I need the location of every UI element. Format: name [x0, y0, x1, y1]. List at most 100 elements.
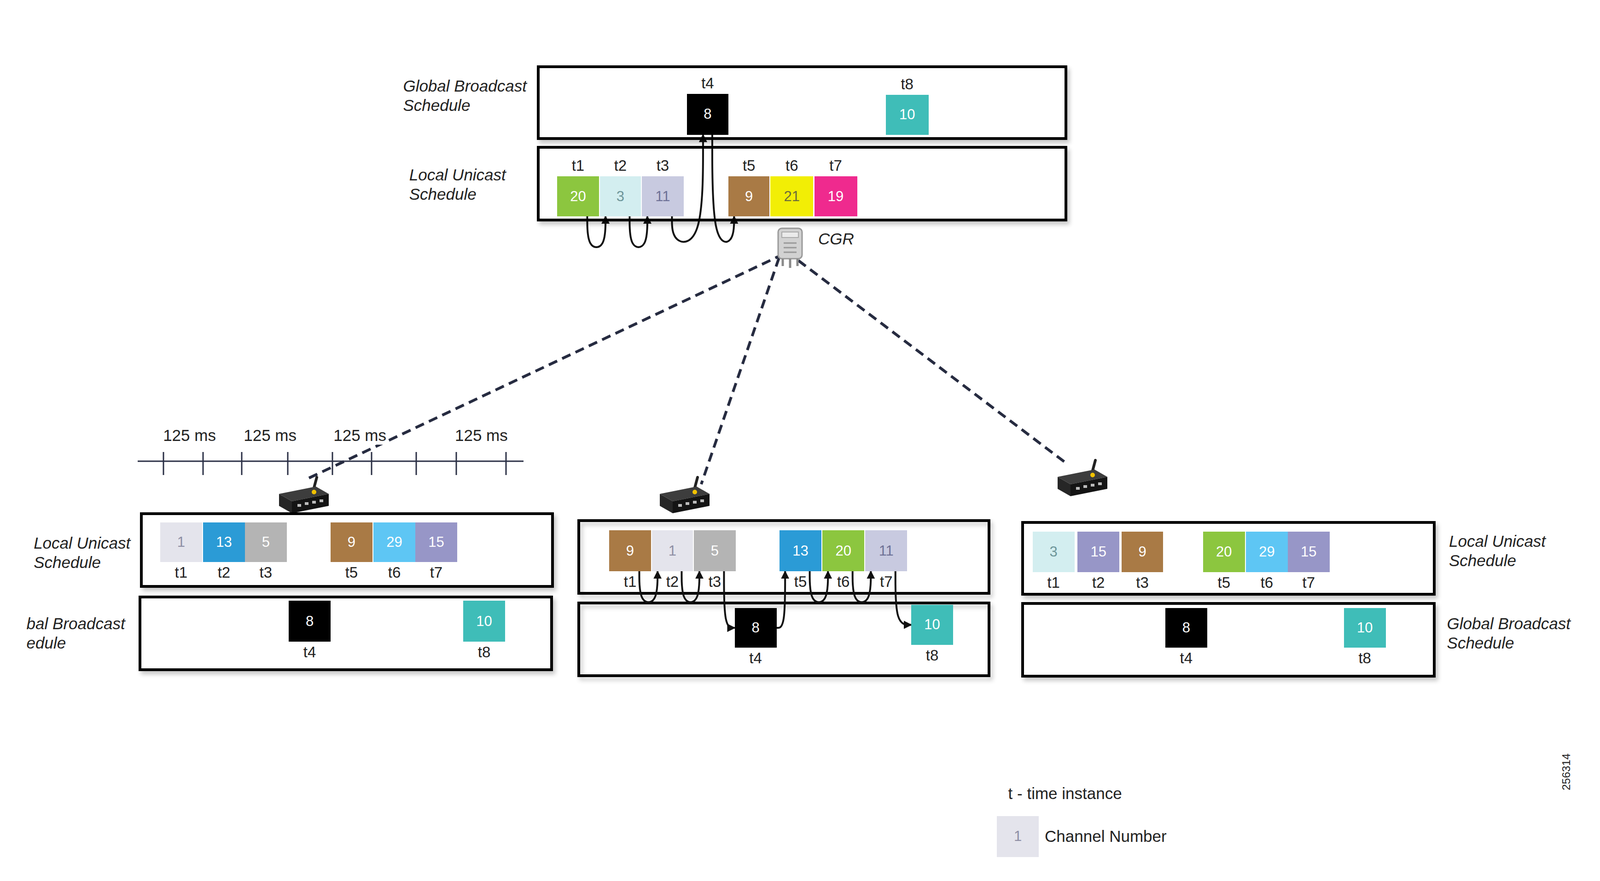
channel-number: 11: [641, 176, 684, 216]
channel-square: 5t3: [244, 522, 287, 563]
channel-number: 9: [1121, 531, 1164, 573]
channel-number: 13: [779, 530, 822, 572]
time-instance: t3: [244, 564, 287, 582]
channel-number: 8: [686, 93, 729, 135]
time-instance: t4: [1165, 649, 1208, 668]
channel-square: 10t8: [1344, 608, 1386, 648]
figure-number: 256314: [1559, 753, 1573, 791]
label-slot: t - time instance: [1008, 784, 1123, 803]
hop-arrow: [776, 571, 786, 629]
time-instance: t3: [1121, 574, 1164, 592]
wireless-link: [307, 254, 1068, 485]
channel-number: 21: [770, 176, 814, 216]
channel-square: 8t4: [734, 608, 777, 648]
channel-number: 19: [814, 176, 858, 216]
label-slot: 125 ms: [161, 426, 218, 445]
time-instance: t5: [779, 573, 822, 591]
time-instance: t7: [865, 573, 908, 591]
hop-arrow: [809, 571, 829, 603]
channel-square: 20t1: [557, 176, 600, 216]
time-instance: t6: [822, 573, 865, 591]
channel-square: 1t1: [160, 522, 203, 563]
time-instance: t4: [734, 649, 777, 668]
channel-number: 15: [1287, 531, 1330, 573]
channel-number: 20: [822, 530, 865, 572]
channel-square: 9t1: [609, 530, 652, 572]
label-slot: CGR: [816, 229, 856, 249]
annotation-label: t - time instance: [1008, 784, 1123, 803]
label-slot: 125 ms: [331, 426, 389, 445]
panel-heading: Local Unicast Schedule: [1448, 531, 1588, 571]
annotation-label: 125 ms: [241, 426, 299, 445]
time-instance: t5: [1203, 574, 1246, 592]
channel-square: 20t5: [1203, 531, 1246, 573]
panel-heading: Local Unicast Schedule: [33, 533, 135, 573]
time-instance: t4: [686, 74, 729, 93]
endpoint-device: [279, 477, 329, 514]
time-instance: t8: [463, 643, 506, 662]
annotation-label: 125 ms: [453, 426, 510, 445]
time-instance: t1: [557, 157, 600, 175]
channel-square: 8t4: [1165, 608, 1208, 648]
channel-number: 3: [599, 176, 641, 216]
legend-text: Channel Number: [1044, 827, 1167, 846]
channel-number: 5: [244, 522, 287, 563]
channel-number: 8: [734, 608, 777, 648]
channel-square: 9t3: [1121, 531, 1164, 573]
time-instance: t3: [641, 157, 684, 175]
channel-number: 9: [330, 522, 373, 563]
hop-arrow: [681, 571, 700, 603]
channel-square: 3t2: [599, 176, 641, 216]
channel-number: 15: [415, 522, 458, 563]
channel-number: 15: [1077, 531, 1120, 573]
channel-number: 8: [288, 600, 331, 642]
label-slot: 256314: [1559, 756, 1574, 788]
channel-number: 13: [203, 522, 245, 563]
time-instance: t7: [814, 157, 858, 175]
time-instance: t7: [1287, 574, 1330, 592]
channel-square: 29t6: [373, 522, 416, 563]
time-instance: t2: [203, 564, 245, 582]
channel-square: 13t2: [203, 522, 245, 563]
channel-square: 29t6: [1245, 531, 1288, 573]
channel-number: 29: [1245, 531, 1288, 573]
channel-square: 8t4: [686, 93, 729, 135]
panel-heading: Local Unicast Schedule: [409, 165, 533, 204]
channel-square: 21t6: [770, 176, 814, 216]
annotation-label: CGR: [816, 229, 856, 249]
time-instance: t8: [1344, 649, 1386, 668]
channel-square: 10t8: [911, 605, 954, 645]
channel-number: 29: [373, 522, 416, 563]
channel-number: 11: [865, 530, 908, 572]
time-instance: t5: [728, 157, 770, 175]
time-instance: t8: [911, 646, 954, 665]
channel-square: 15t2: [1077, 531, 1120, 573]
channel-square: 9t5: [330, 522, 373, 563]
channel-number: 5: [693, 530, 736, 572]
time-instance: t6: [373, 564, 416, 582]
channel-number: 10: [1344, 608, 1386, 648]
channel-square: 8t4: [288, 600, 331, 642]
time-instance: t4: [288, 643, 331, 662]
channel-number: 10: [911, 605, 954, 645]
time-instance: t1: [609, 573, 652, 591]
time-instance: t2: [651, 573, 693, 591]
schedule-panel: bal Broadcast edule8t410t8: [138, 595, 553, 672]
channel-square: 11t7: [865, 530, 908, 572]
channel-square: 3t1: [1032, 531, 1075, 573]
channel-number: 10: [885, 94, 929, 135]
channel-number: 9: [728, 176, 770, 216]
channel-number: 1: [651, 530, 693, 572]
annotation-label: 1: [1013, 828, 1022, 845]
channel-square: 9t5: [728, 176, 770, 216]
panel-heading: bal Broadcast edule: [26, 614, 135, 653]
schedule-panel: Local Unicast Schedule1t113t25t39t529t61…: [139, 512, 555, 588]
endpoint-device: [1057, 460, 1108, 497]
channel-number: 1: [160, 522, 203, 563]
time-instance: t1: [1032, 574, 1075, 592]
channel-square: 19t7: [814, 176, 858, 216]
label-slot: 1: [996, 816, 1039, 858]
hop-arrow: [723, 571, 735, 629]
channel-number: 20: [1203, 531, 1246, 573]
